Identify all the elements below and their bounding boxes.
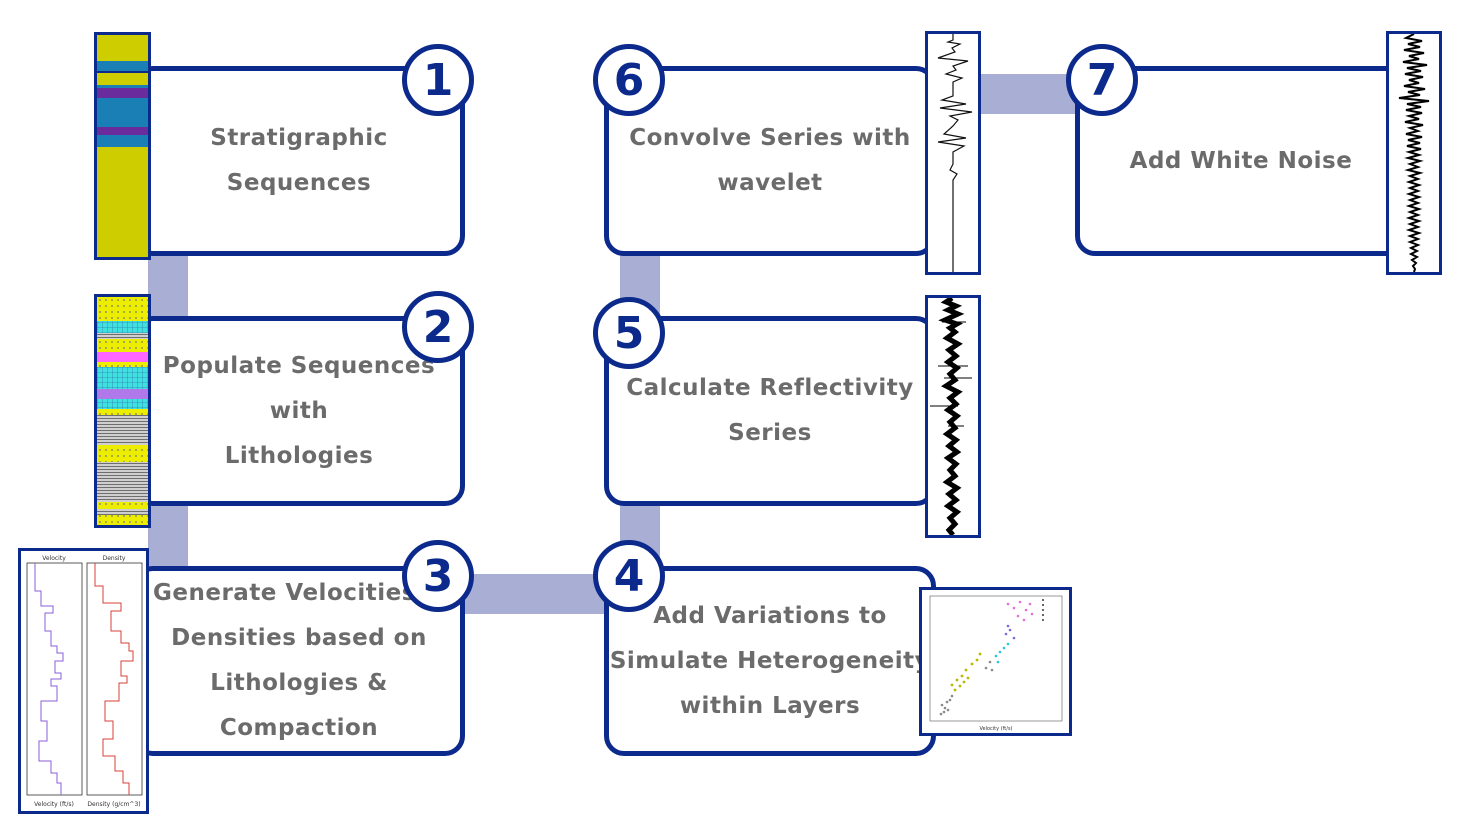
scatter-xlabel: Velocity (ft/s) bbox=[979, 726, 1012, 732]
lithology-column-image bbox=[94, 294, 151, 528]
step-7-label: Add White Noise bbox=[1129, 147, 1353, 174]
step-1-label: Stratigraphic Sequences bbox=[210, 125, 388, 196]
step-5-badge: 5 bbox=[593, 297, 665, 369]
velocity-title: Velocity bbox=[42, 555, 66, 562]
connector-2-3 bbox=[148, 500, 188, 572]
density-title: Density bbox=[103, 555, 126, 562]
density-axis-label: Density (g/cm^3) bbox=[87, 801, 140, 808]
step-1-badge: 1 bbox=[402, 44, 474, 116]
noisy-trace-image bbox=[1386, 31, 1442, 275]
reflectivity-series-image bbox=[925, 295, 981, 538]
step-2-badge: 2 bbox=[402, 291, 474, 363]
convolved-trace-image bbox=[925, 31, 981, 275]
step-4-badge: 4 bbox=[593, 540, 665, 612]
velocity-axis-label: Velocity (ft/s) bbox=[34, 801, 74, 808]
step-3-badge: 3 bbox=[402, 540, 474, 612]
velocity-density-log-image: Velocity Density Velocity (ft/s) Density… bbox=[18, 548, 149, 814]
step-6-badge: 6 bbox=[593, 44, 665, 116]
connector-6-7 bbox=[978, 74, 1078, 114]
step-7-badge: 7 bbox=[1066, 44, 1138, 116]
connector-1-2 bbox=[148, 250, 188, 322]
scatter-plot-image: Velocity (ft/s) bbox=[919, 587, 1072, 736]
stratigraphic-column-image bbox=[94, 32, 151, 260]
connector-3-4 bbox=[462, 574, 610, 614]
